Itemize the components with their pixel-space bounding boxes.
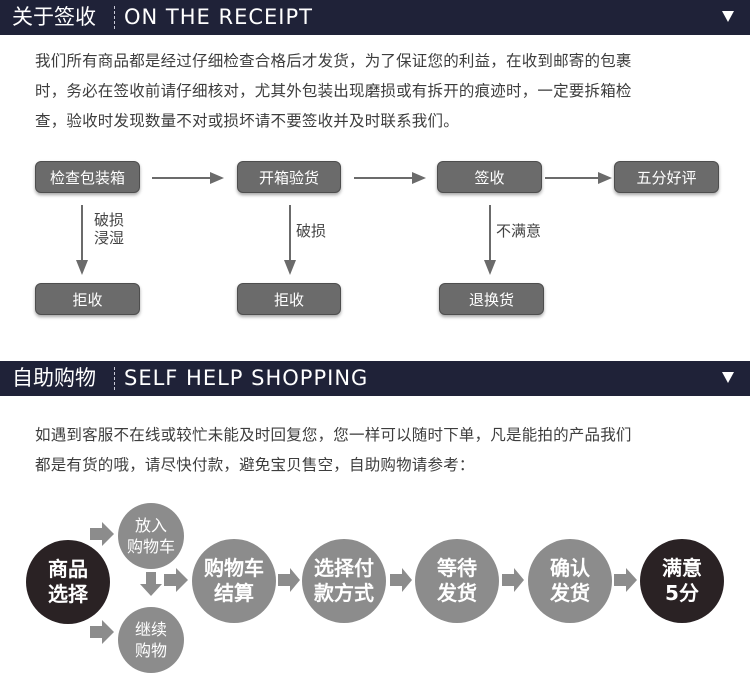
flow-box-five-star: 五分好评 (614, 161, 719, 193)
step-add-to-cart: 放入 购物车 (118, 503, 184, 569)
arrow-right-icon (390, 568, 412, 592)
arrow-right-icon (614, 568, 637, 592)
step-arrows (90, 522, 637, 644)
step-label: 商品 选择 (48, 557, 88, 606)
section-title-en: ON THE RECEIPT (124, 5, 313, 29)
arrow-right-icon (164, 568, 188, 592)
paragraph-line: 时，务必在签收前请仔细核对，尤其外包装出现磨损或有拆开的痕迹时，一定要拆箱检 (35, 82, 632, 100)
step-label: 满意 5分 (662, 556, 702, 605)
receipt-instructions: 我们所有商品都是经过仔细检查合格后才发货，为了保证您的利益，在收到邮寄的包裹 时… (35, 46, 725, 136)
flow-arrows (76, 172, 612, 275)
section-header-self-help: 自助购物 SELF HELP SHOPPING (0, 361, 750, 396)
step-label: 确认 发货 (550, 556, 590, 605)
step-rate-five: 满意 5分 (640, 539, 724, 623)
flow-note-damaged-wet: 破损 浸湿 (94, 211, 125, 247)
flow-box-return-exchange: 退换货 (439, 283, 544, 315)
flow-box-check-package: 检查包装箱 (35, 161, 140, 193)
arrow-down-icon (76, 260, 88, 275)
flow-note-unsatisfied: 不满意 (496, 222, 542, 240)
chevron-down-icon[interactable] (722, 372, 734, 383)
arrow-down-icon (484, 260, 496, 275)
section-title-en: SELF HELP SHOPPING (124, 366, 369, 390)
step-label: 购物车 结算 (204, 556, 264, 605)
step-choose-payment: 选择付 款方式 (302, 539, 386, 623)
step-wait-shipping: 等待 发货 (415, 539, 499, 623)
title-divider (114, 6, 115, 29)
arrow-right-icon (210, 172, 224, 184)
flow-box-sign: 签收 (437, 161, 542, 193)
section-header-receipt: 关于签收 ON THE RECEIPT (0, 0, 750, 35)
paragraph-line: 我们所有商品都是经过仔细检查合格后才发货，为了保证您的利益，在收到邮寄的包裹 (35, 52, 632, 70)
arrow-right-icon (502, 568, 524, 592)
self-help-instructions: 如遇到客服不在线或较忙未能及时回复您，您一样可以随时下单，凡是能拍的产品我们 都… (35, 420, 725, 480)
paragraph-line: 都是有货的哦，请尽快付款，避免宝贝售空，自助购物请参考： (35, 456, 475, 474)
step-label: 继续 购物 (134, 620, 167, 660)
flow-box-reject: 拒收 (237, 283, 341, 315)
arrow-right-icon (412, 172, 426, 184)
step-cart-checkout: 购物车 结算 (192, 539, 276, 623)
arrow-right-icon (598, 172, 612, 184)
arrow-right-icon (90, 620, 114, 644)
flow-box-reject: 拒收 (35, 283, 140, 315)
title-divider (114, 367, 115, 390)
section-title-cn: 自助购物 (12, 366, 96, 390)
chevron-down-icon[interactable] (722, 11, 734, 22)
flow-note-damaged: 破损 (296, 222, 327, 240)
step-label: 放入 购物车 (126, 516, 175, 556)
arrow-down-icon (140, 572, 162, 596)
step-label: 选择付 款方式 (314, 556, 374, 605)
section-title-cn: 关于签收 (12, 5, 96, 29)
arrow-right-icon (90, 522, 114, 546)
step-select-product: 商品 选择 (26, 540, 110, 624)
paragraph-line: 查，验收时发现数量不对或损坏请不要签收并及时联系我们。 (35, 112, 459, 130)
step-continue-shopping: 继续 购物 (118, 607, 184, 673)
step-confirm-delivery: 确认 发货 (528, 539, 612, 623)
step-label: 等待 发货 (437, 556, 477, 605)
arrow-right-icon (278, 568, 300, 592)
arrow-down-icon (284, 260, 296, 275)
flow-box-open-inspect: 开箱验货 (237, 161, 341, 193)
paragraph-line: 如遇到客服不在线或较忙未能及时回复您，您一样可以随时下单，凡是能拍的产品我们 (35, 426, 632, 444)
